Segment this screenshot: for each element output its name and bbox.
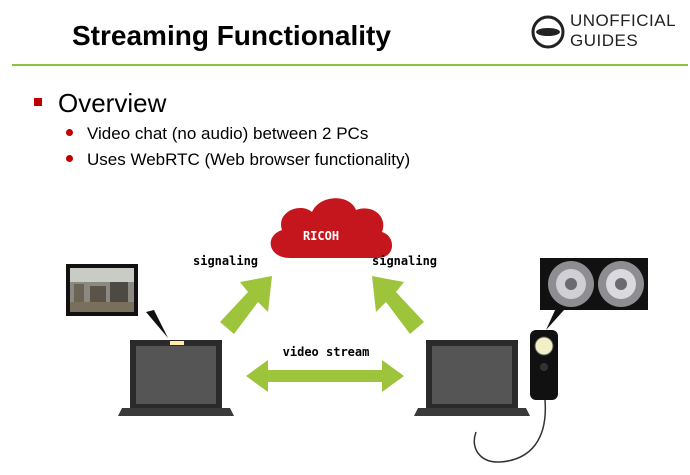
theta-camera-icon: [530, 330, 558, 400]
round-bullet-icon: [66, 129, 73, 137]
square-bullet-icon: [34, 98, 42, 107]
camera-cable: [473, 399, 547, 463]
laptop-right-icon: [414, 340, 530, 416]
bullet-text: Video chat (no audio) between 2 PCs: [87, 124, 369, 143]
logo-line-1: UNOFFICIAL: [570, 11, 677, 30]
signaling-arrow-left: [220, 276, 272, 334]
slide-title: Streaming Functionality: [72, 20, 391, 51]
round-bullet-icon: [66, 155, 73, 163]
signaling-arrow-right: [372, 276, 424, 334]
bullet-item: Uses WebRTC (Web browser functionality): [66, 150, 410, 170]
logo-text: UNOFFICIAL GUIDES: [570, 11, 676, 51]
overview-heading: Overview: [34, 88, 166, 119]
signaling-label-left: signaling: [193, 254, 258, 268]
video-stream-arrow: [246, 360, 404, 392]
logo: UNOFFICIAL GUIDES: [530, 10, 680, 56]
cloud-label: RICOH: [303, 229, 339, 243]
logo-icon: [531, 15, 565, 49]
fisheye-video-thumbnail: [540, 258, 648, 310]
video-stream-label: video stream: [283, 345, 370, 359]
title-divider: [12, 64, 688, 66]
logo-line-2: GUIDES: [570, 31, 639, 50]
ricoh-cloud-icon: [270, 198, 393, 258]
room-video-thumbnail: [66, 264, 138, 316]
overview-heading-text: Overview: [58, 88, 167, 118]
signaling-label-right: signaling: [372, 254, 437, 268]
laptop-left-icon: [118, 340, 234, 416]
bullet-text: Uses WebRTC (Web browser functionality): [87, 150, 411, 169]
bullet-item: Video chat (no audio) between 2 PCs: [66, 124, 368, 144]
